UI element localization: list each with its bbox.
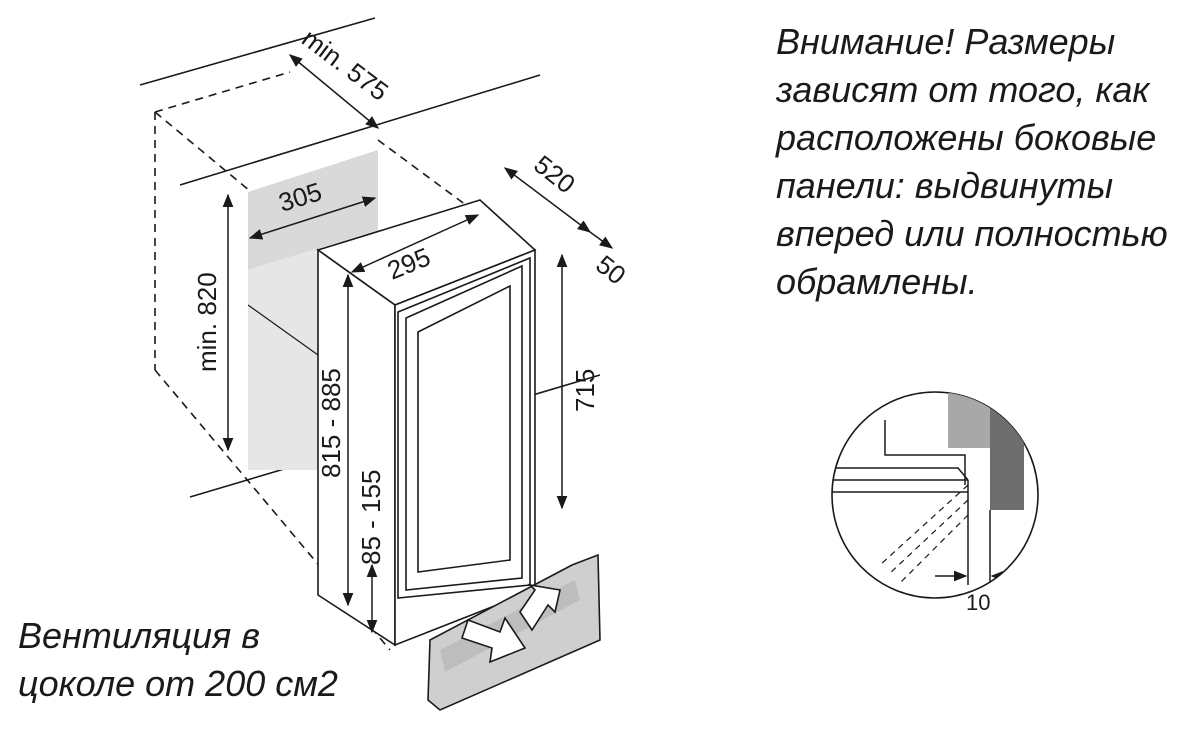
- warning-line: Внимание! Размеры: [776, 21, 1116, 62]
- warning-line: обрамлены.: [776, 261, 978, 302]
- ventilation-line: цоколе от 200 см2: [18, 663, 338, 704]
- label-plinth-range: 85 - 155: [356, 470, 386, 565]
- label-min-height: min. 820: [192, 272, 222, 372]
- side-gap-detail: 10: [831, 391, 1039, 615]
- label-door-depth: 50: [590, 249, 631, 290]
- warning-line: расположены боковые: [776, 117, 1157, 158]
- ventilation-line: Вентиляция в: [18, 615, 261, 656]
- label-min-depth: min. 575: [296, 23, 394, 107]
- warning-line: панели: выдвинуты: [776, 165, 1114, 206]
- ventilation-note: Вентиляция в цоколе от 200 см2: [18, 612, 338, 708]
- label-unit-height-range: 815 - 885: [316, 368, 346, 478]
- dimension-lines: [222, 54, 614, 634]
- cabinet-door: [397, 256, 531, 599]
- air-in-arrow-icon: [519, 583, 561, 632]
- air-out-arrow-icon: [460, 616, 527, 664]
- label-unit-height: 715: [570, 369, 600, 412]
- warning-line: зависят от того, как: [776, 69, 1150, 110]
- warning-note: Внимание! Размеры зависят от того, как р…: [776, 18, 1168, 306]
- label-side-gap: 10: [966, 590, 990, 615]
- warning-line: вперед или полностью: [776, 213, 1168, 254]
- airflow-arrows: [460, 583, 561, 664]
